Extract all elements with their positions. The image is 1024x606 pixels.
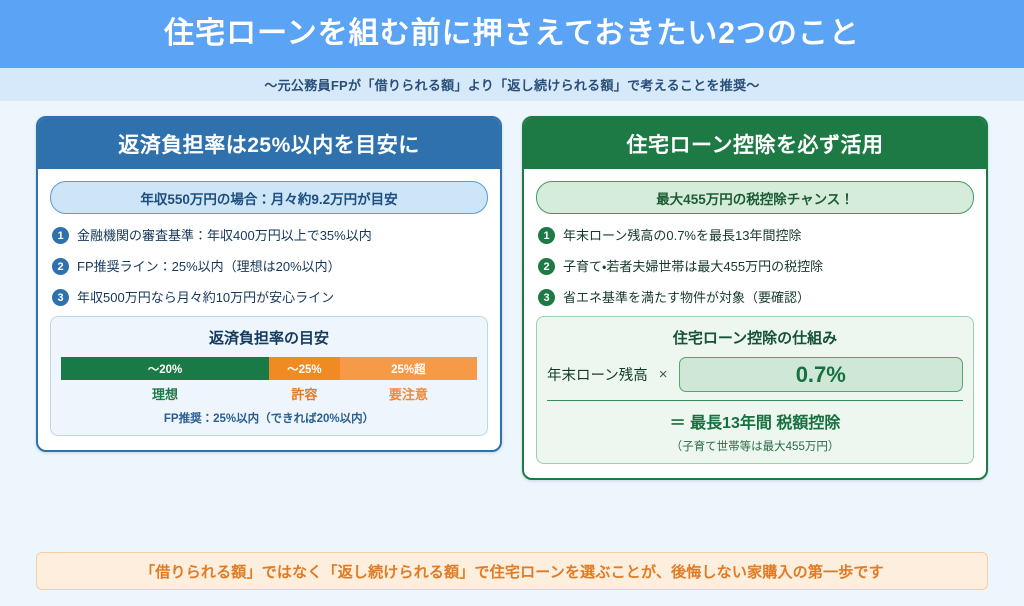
formula-result-text: 最長13年間 税額控除	[690, 415, 841, 432]
formula-rate-value: 0.7%	[678, 357, 963, 392]
point-list-repayment: 1 金融機関の審査基準：年収400万円以上で35%以内 2 FP推奨ライン：25…	[52, 227, 486, 306]
card-repayment-ratio: 返済負担率は25%以内を目安に 年収550万円の場合：月々約9.2万円が目安 1…	[36, 116, 502, 452]
legend-label-ideal: 理想	[151, 387, 178, 402]
card-header-loan-deduction: 住宅ローン控除を必ず活用	[524, 118, 986, 169]
bullet-number-icon: 1	[538, 227, 555, 244]
page-header-bar: 住宅ローンを組む前に押さえておきたい2つのこと	[0, 0, 1024, 68]
formula-term-label: 年末ローン残高	[547, 368, 648, 384]
page-title: 住宅ローンを組む前に押さえておきたい2つのこと	[164, 17, 860, 50]
legend-label-caution: 要注意	[388, 387, 428, 402]
multiply-icon: ×	[658, 366, 668, 383]
list-item-text: 省エネ基準を満たす物件が対象（要確認）	[563, 289, 811, 305]
list-item-text: 年末ローン残高の0.7%を最長13年間控除	[563, 227, 802, 243]
legend-label-allowed: 許容	[291, 387, 318, 402]
card-loan-deduction: 住宅ローン控除を必ず活用 最大455万円の税控除チャンス！ 1 年末ローン残高の…	[522, 116, 988, 480]
chart-panel-repayment-ratio: 返済負担率の目安 〜20% 〜25% 25%超 理想 許容 要注意 FP推奨：2…	[50, 316, 488, 436]
stacked-bar-chart: 〜20% 〜25% 25%超	[61, 357, 477, 380]
list-item: 1 金融機関の審査基準：年収400万円以上で35%以内	[52, 227, 486, 244]
bar-segment-allowed: 〜25%	[269, 357, 340, 380]
chart-annotation: FP推奨：25%以内（できれば20%以内）	[163, 413, 375, 425]
chart-title: 返済負担率の目安	[208, 330, 329, 347]
footer-banner: 「借りられる額」ではなく「返し続けられる額」で住宅ローンを選ぶことが、後悔しない…	[36, 552, 988, 590]
list-item: 2 子育て・若者夫婦世帯は最大455万円の税控除	[538, 258, 972, 275]
bar-segment-ideal: 〜20%	[61, 357, 269, 380]
footer-text: 「借りられる額」ではなく「返し続けられる額」で住宅ローンを選ぶことが、後悔しない…	[140, 563, 884, 581]
formula-panel-deduction: 住宅ローン控除の仕組み 年末ローン残高 × 0.7% ＝ 最長13年間 税額控除…	[536, 316, 974, 464]
card-body-repayment-ratio: 年収550万円の場合：月々約9.2万円が目安 1 金融機関の審査基準：年収400…	[38, 169, 500, 450]
formula-divider	[547, 400, 963, 401]
card-header-repayment-ratio: 返済負担率は25%以内を目安に	[38, 118, 500, 169]
formula-title: 住宅ローン控除の仕組み	[672, 330, 838, 347]
highlight-pill-deduction: 最大455万円の税控除チャンス！	[536, 181, 974, 214]
bullet-number-icon: 2	[52, 258, 69, 275]
formula-result: ＝ 最長13年間 税額控除	[547, 409, 963, 433]
bullet-number-icon: 1	[52, 227, 69, 244]
card-body-loan-deduction: 最大455万円の税控除チャンス！ 1 年末ローン残高の0.7%を最長13年間控除…	[524, 169, 986, 478]
formula-row: 年末ローン残高 × 0.7%	[547, 357, 963, 392]
page-subtitle: 〜元公務員FPが「借りられる額」より「返し続けられる額」で考えることを推奨〜	[264, 78, 760, 93]
page-subtitle-bar: 〜元公務員FPが「借りられる額」より「返し続けられる額」で考えることを推奨〜	[0, 68, 1024, 101]
bullet-number-icon: 2	[538, 258, 555, 275]
chart-legend: 理想 許容 要注意	[61, 384, 477, 403]
bullet-number-icon: 3	[538, 289, 555, 306]
bullet-number-icon: 3	[52, 289, 69, 306]
list-item-text: FP推奨ライン：25%以内（理想は20%以内）	[77, 258, 341, 274]
equals-icon: ＝	[669, 415, 686, 432]
point-list-deduction: 1 年末ローン残高の0.7%を最長13年間控除 2 子育て・若者夫婦世帯は最大4…	[538, 227, 972, 306]
list-item: 1 年末ローン残高の0.7%を最長13年間控除	[538, 227, 972, 244]
list-item: 2 FP推奨ライン：25%以内（理想は20%以内）	[52, 258, 486, 275]
main-content: 返済負担率は25%以内を目安に 年収550万円の場合：月々約9.2万円が目安 1…	[0, 101, 1024, 480]
card-title: 返済負担率は25%以内を目安に	[118, 133, 420, 157]
list-item-text: 金融機関の審査基準：年収400万円以上で35%以内	[77, 227, 372, 243]
highlight-pill-repayment: 年収550万円の場合：月々約9.2万円が目安	[50, 181, 488, 214]
bar-segment-caution: 25%超	[339, 357, 477, 380]
list-item-text: 年収500万円なら月々約10万円が安心ライン	[77, 289, 335, 305]
formula-sub-note: （子育て世帯等は最大455万円）	[670, 441, 840, 453]
list-item: 3 省エネ基準を満たす物件が対象（要確認）	[538, 289, 972, 306]
list-item: 3 年収500万円なら月々約10万円が安心ライン	[52, 289, 486, 306]
card-title: 住宅ローン控除を必ず活用	[626, 133, 884, 157]
list-item-text: 子育て・若者夫婦世帯は最大455万円の税控除	[563, 258, 824, 274]
